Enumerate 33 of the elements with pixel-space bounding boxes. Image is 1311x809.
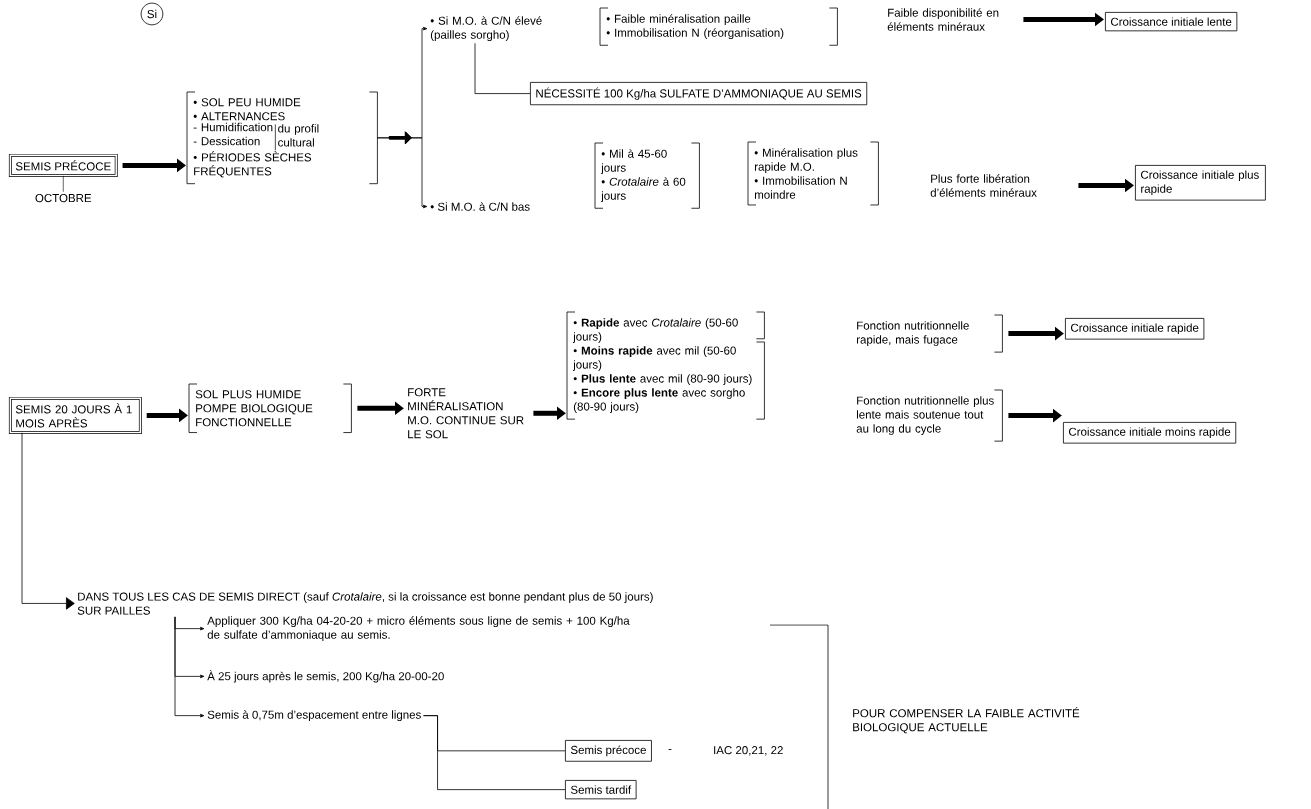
- stage-box: SEMIS PRÉCOCE: [8, 153, 118, 177]
- result-box: Croissance initiale rapide: [1065, 318, 1205, 340]
- variety-label: IAC 20,21, 22: [714, 746, 783, 756]
- arrow: [377, 131, 428, 209]
- note-text: • Si M.O. à C/N élevé (pailles sorgho): [430, 16, 542, 42]
- bracket-block: • SOL PEU HUMIDE • ALTERNANCES - Humidification - Dessication du profil cultural • PÉRIODES SÈCHES FRÉQUENTES: [186, 91, 378, 185]
- variety-label: -: [668, 749, 672, 750]
- result-box: Croissance initiale moins rapide: [1063, 422, 1237, 444]
- bracket-block: Fonction nutritionnelle rapide, mais fugace: [857, 314, 1003, 353]
- bracket-block: • Faible minéralisation paille • Immobilisation N (réorganisation): [599, 7, 838, 46]
- result-box: Croissance initiale plus rapide: [1135, 165, 1266, 201]
- bracket-block: • Rapide avec Crotalaire (50-60 jours) • Moins rapide avec mil (50-60 jours) • Plus lente avec mil (80-90 jours) • Encore plus lente avec sorgho (80-90 jours): [566, 311, 765, 420]
- arrow: [174, 616, 205, 718]
- result-box: Croissance initiale lente: [1105, 12, 1238, 32]
- date-label: OCTOBRE: [35, 175, 92, 203]
- bracket-block: • Mil à 45-60 jours • Crotalaire à 60 jours: [594, 142, 700, 209]
- note-text: DANS TOUS LES CAS DE SEMIS DIRECT (sauf Crotalaire, si la croissance est bonne pendant plus de 50 jours) SUR PAILLES: [77, 592, 653, 615]
- arrow: [21, 432, 75, 610]
- note-text: POUR COMPENSER LA FAIBLE ACTIVITÉ BIOLOGIQUE ACTUELLE: [853, 707, 1080, 734]
- note-text: FORTE MINÉRALISATION M.O. CONTINUE SUR LE SOL: [408, 388, 524, 439]
- result-box: Semis tardif: [565, 780, 637, 800]
- note-text: Plus forte libération d’éléments minéraux: [930, 174, 1037, 197]
- stage-box: SEMIS 20 JOURS À 1 MOIS APRÈS: [8, 396, 142, 434]
- result-box: NÉCESSITÉ 100 Kg/ha SULFATE D’AMMONIAQUE AU SEMIS: [530, 82, 868, 106]
- note-text: • Si M.O. à C/N bas: [430, 202, 530, 211]
- note-text: Faible disponibilité en éléments minéraux: [887, 8, 999, 31]
- result-box: Semis précoce: [565, 740, 652, 762]
- bracket-block: SOL PLUS HUMIDE POMPE BIOLOGIQUE FONCTIONNELLE: [188, 383, 352, 433]
- bracket-block: Fonction nutritionnelle plus lente mais soutenue tout au long du cycle: [856, 389, 1003, 442]
- bracket-block: • Minéralisation plus rapide M.O. • Immobilisation N moindre: [747, 141, 879, 206]
- note-text: Appliquer 300 Kg/ha 04-20-20 + micro éléments sous ligne de semis + 100 Kg/ha de sulfate d’ammoniaque au semis.: [207, 616, 630, 642]
- note-text: À 25 jours après le semis, 200 Kg/ha 20-00-20: [207, 670, 444, 683]
- note-text: Semis à 0,75m d’espacement entre lignes: [207, 710, 421, 722]
